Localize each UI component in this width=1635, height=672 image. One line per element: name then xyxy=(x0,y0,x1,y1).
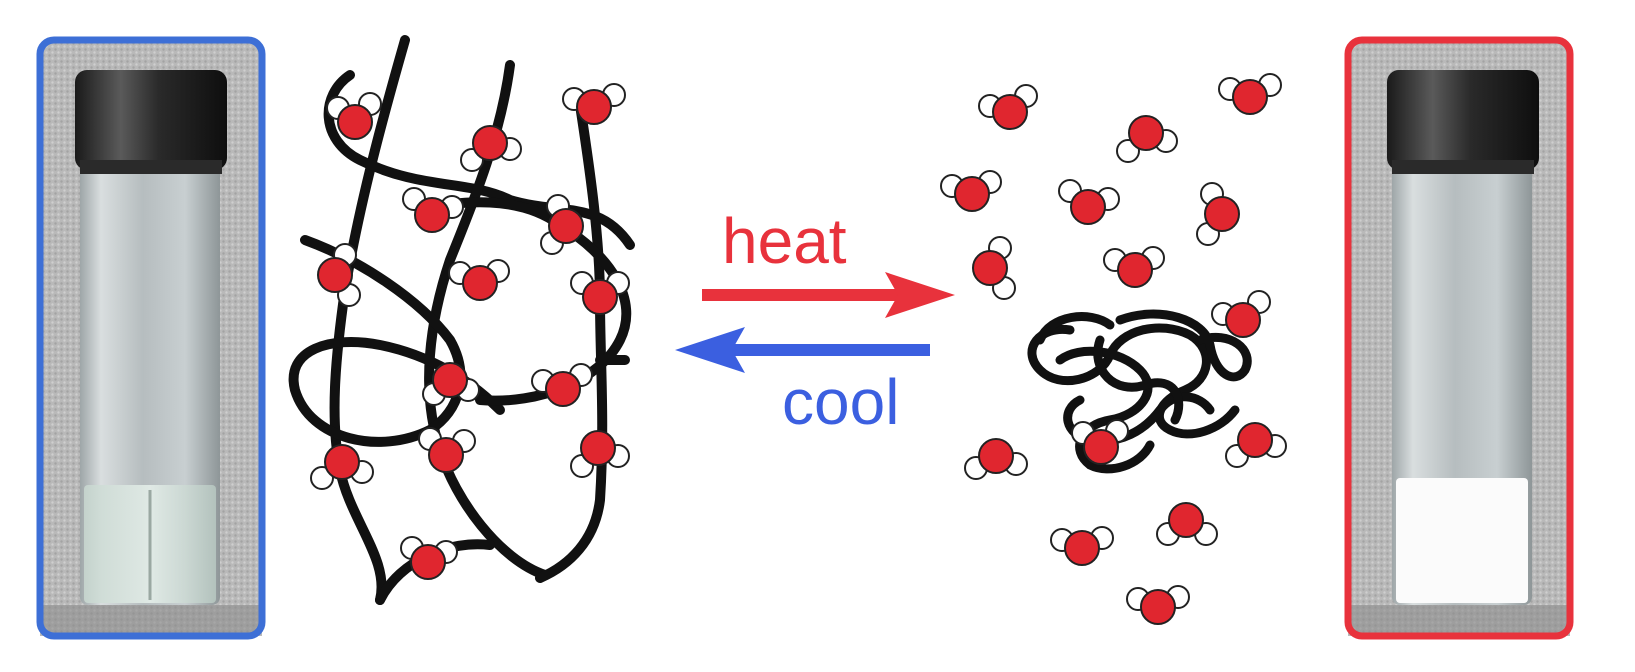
water-molecule xyxy=(1058,179,1120,225)
water-molecule xyxy=(570,271,630,315)
heat-arrow xyxy=(702,272,955,318)
water-molecule xyxy=(540,194,584,255)
water-molecule xyxy=(1071,419,1129,465)
water-molecule xyxy=(1050,526,1114,566)
right-vial-frame xyxy=(1344,36,1574,640)
water-molecule xyxy=(1156,502,1218,546)
water-molecule xyxy=(400,536,458,580)
water-molecule xyxy=(1126,585,1190,625)
cool-arrow xyxy=(675,327,930,373)
water-molecule xyxy=(448,259,510,301)
left-vial-cap xyxy=(75,70,227,170)
water-molecule xyxy=(531,363,593,407)
cool-label: cool xyxy=(782,366,899,438)
water-molecule xyxy=(1211,290,1271,338)
water-molecule xyxy=(422,362,480,406)
water-molecule xyxy=(402,187,464,233)
water-molecule xyxy=(570,430,630,478)
water-molecule xyxy=(1196,182,1240,246)
water-molecule xyxy=(978,84,1038,130)
water-molecule xyxy=(972,236,1016,300)
left-vial-frame xyxy=(36,36,266,640)
water-molecule xyxy=(940,170,1002,212)
collapsed-polymer-globule xyxy=(1027,309,1252,474)
water-molecule xyxy=(310,444,374,490)
water-molecule xyxy=(1218,73,1282,115)
water-molecule xyxy=(964,438,1028,480)
cool-arrowhead xyxy=(675,327,745,373)
heat-label: heat xyxy=(722,205,847,277)
right-vial-cap xyxy=(1387,70,1539,170)
water-molecule xyxy=(317,243,361,307)
water-molecule xyxy=(1116,115,1178,163)
water-molecules-right xyxy=(940,73,1287,625)
water-molecule xyxy=(460,125,522,172)
water-molecule xyxy=(1103,246,1165,288)
water-molecule xyxy=(562,83,626,125)
water-molecule xyxy=(1225,422,1287,468)
water-molecule xyxy=(326,92,382,140)
right-vial-panel xyxy=(1344,36,1574,640)
right-vial-liquid xyxy=(1396,478,1528,603)
water-molecule xyxy=(418,427,476,473)
left-vial-panel xyxy=(36,36,266,640)
heat-arrowhead xyxy=(885,272,955,318)
water-molecules-left xyxy=(310,83,630,580)
